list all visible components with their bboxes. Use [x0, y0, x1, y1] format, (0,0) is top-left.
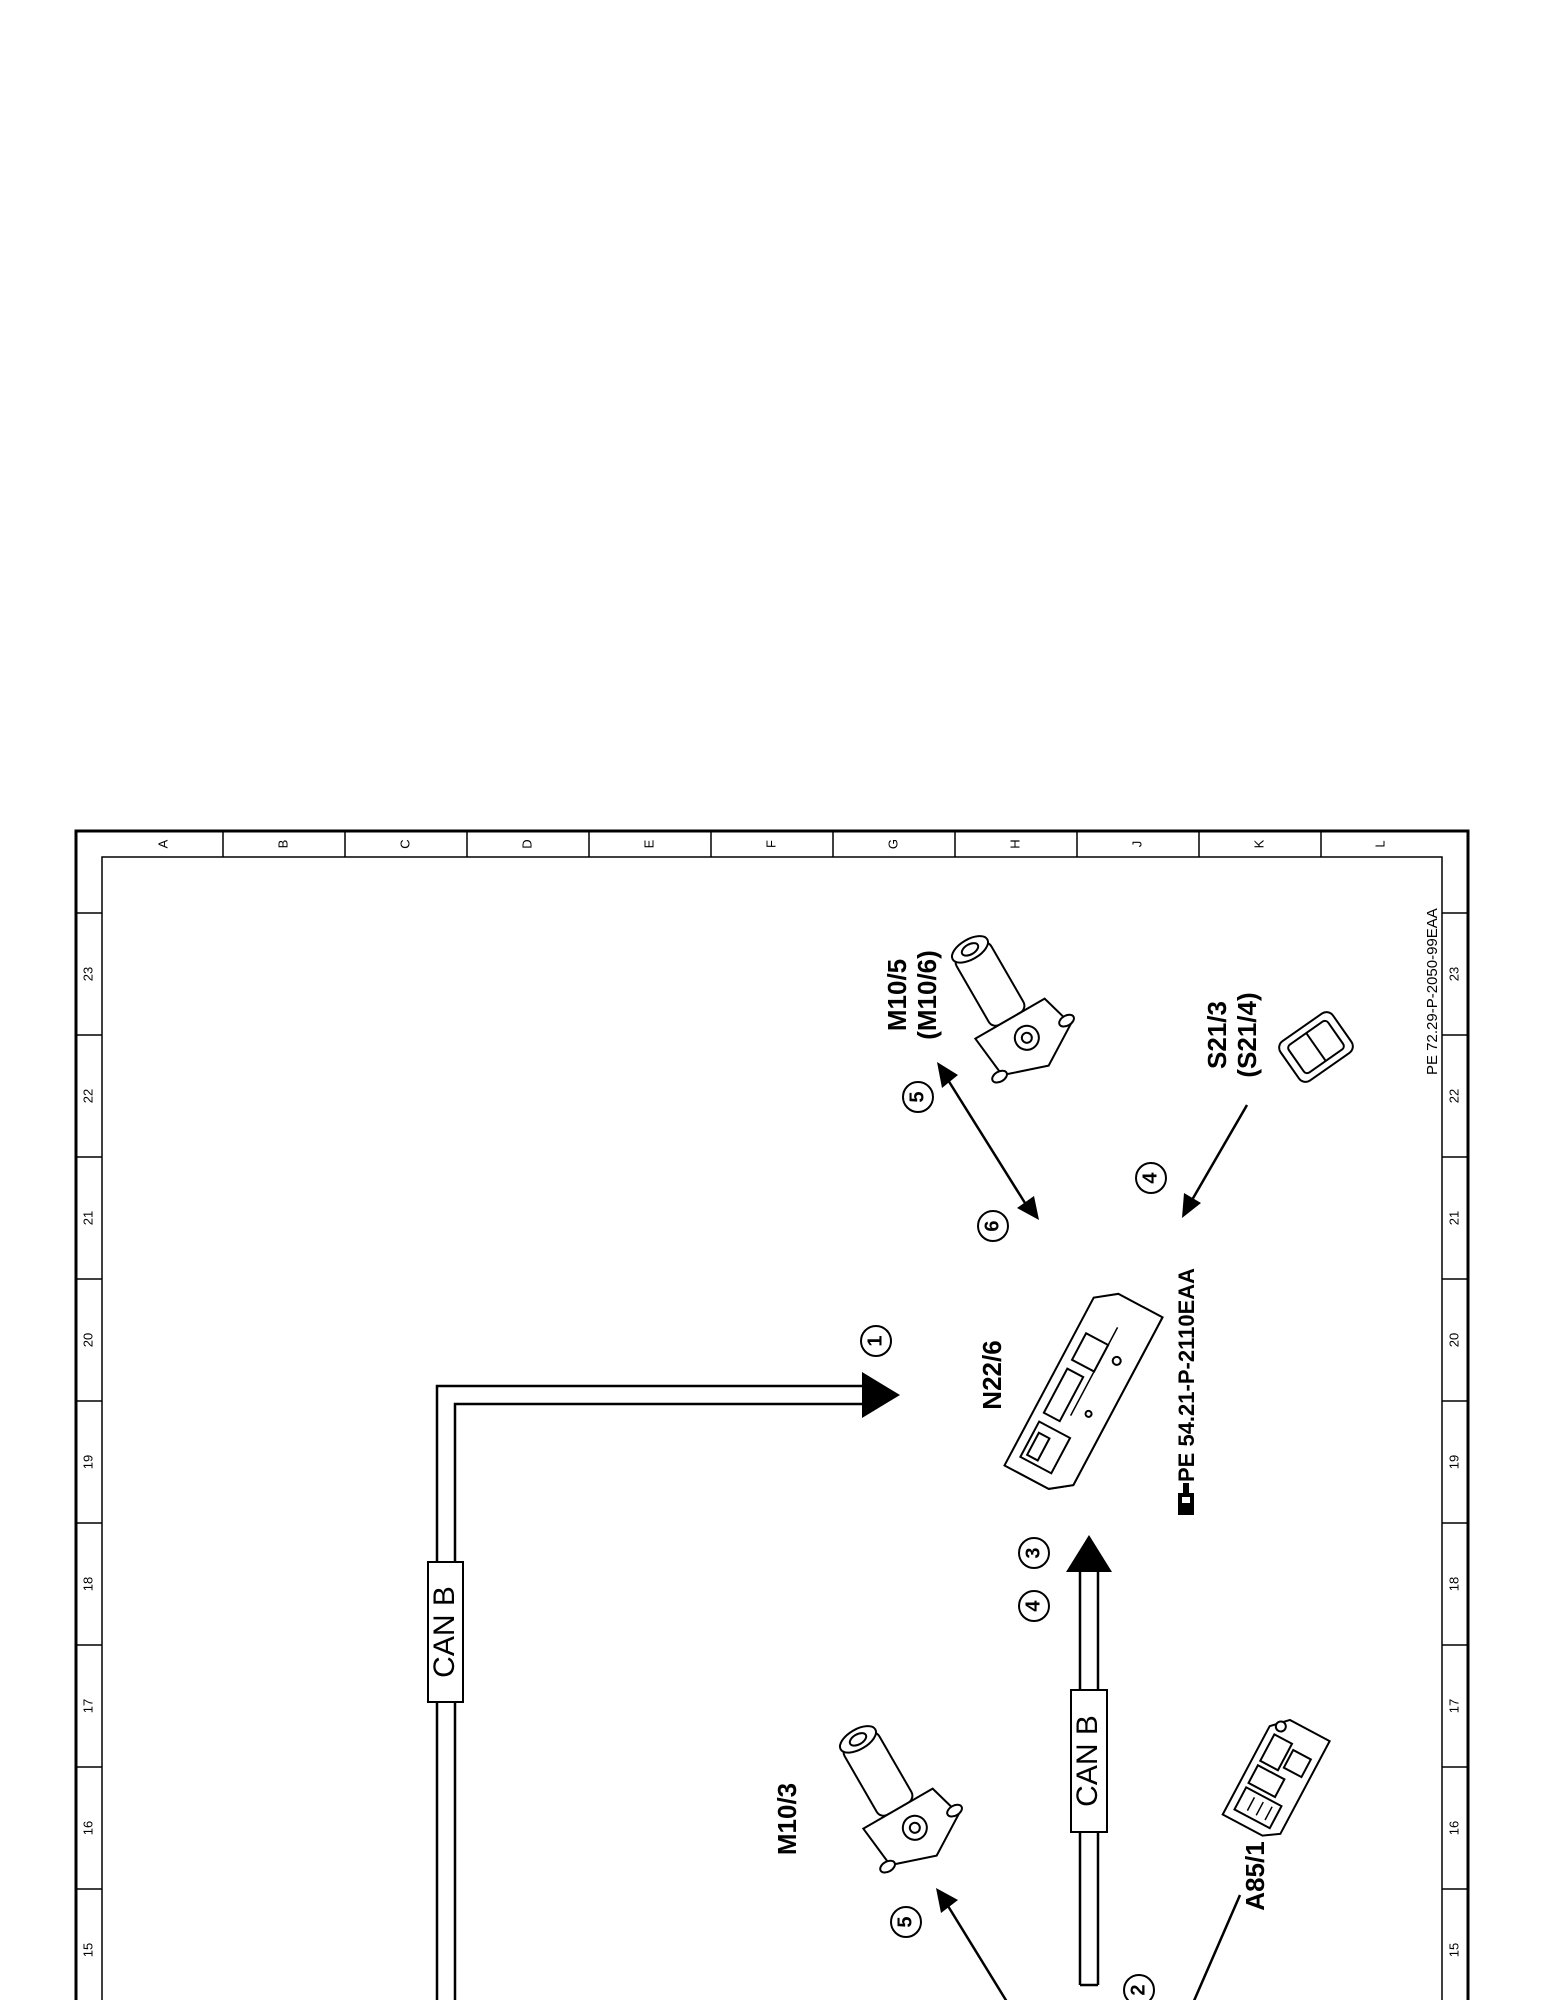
grid-number: 15 — [80, 1943, 95, 1957]
can-b-label: CAN B — [428, 1586, 461, 1678]
marker-3: 3 — [1018, 1537, 1050, 1569]
outer-frame — [74, 829, 1470, 2000]
grid-number: 17 — [80, 1699, 95, 1713]
arrow-head — [1066, 1535, 1112, 1572]
component-label: N22/6 — [977, 1340, 1007, 1409]
can-b-lower-label: CAN B — [1070, 1689, 1108, 1833]
grid-letter: D — [519, 839, 534, 848]
m10-5-motor-icon — [950, 935, 1075, 1084]
component-label-alt: (S21/4) — [1232, 992, 1262, 1077]
grid-number: 19 — [80, 1455, 95, 1469]
left-ruler — [76, 912, 102, 1890]
grid-letter: L — [1372, 840, 1387, 847]
drawing-id: PE 72.29-P-2050-99EAA — [1424, 908, 1441, 1075]
marker-number: 3 — [1022, 1547, 1044, 1558]
component-label: S21/3 — [1202, 1001, 1232, 1069]
grid-letter: E — [641, 839, 656, 848]
grid-letter: F — [763, 840, 778, 848]
right-ruler — [1442, 912, 1468, 1890]
grid-number: 23 — [1446, 967, 1461, 981]
row-numbers-left: 23 22 21 20 19 18 17 16 15 — [80, 967, 95, 1957]
grid-number: 16 — [1446, 1821, 1461, 1835]
marker-6: 6 — [977, 1210, 1009, 1242]
marker-number: 4 — [1139, 1172, 1161, 1184]
row-numbers-right: 23 22 21 20 19 18 17 16 15 — [1446, 967, 1461, 1957]
m10-3-motor-icon — [838, 1725, 963, 1874]
marker-1: 1 — [860, 1325, 892, 1357]
grid-number: 20 — [1446, 1333, 1461, 1347]
marker-5: 5 — [902, 1081, 934, 1113]
component-label: A85/1 — [1240, 1841, 1270, 1910]
s21-3-arrow — [1182, 1104, 1249, 1218]
grid-number: 21 — [80, 1211, 95, 1225]
s21-3-switch-icon — [1278, 1011, 1354, 1083]
marker-4: 4 — [1018, 1590, 1050, 1622]
grid-letter: C — [397, 839, 412, 848]
a85-1-arrow — [1192, 1894, 1242, 2000]
component-label: M10/5 — [882, 959, 912, 1031]
grid-letter: J — [1129, 841, 1144, 848]
grid-number: 15 — [1446, 1943, 1461, 1957]
grid-number: 18 — [1446, 1577, 1461, 1591]
n22-6-label: N22/6 — [977, 1340, 1007, 1409]
grid-letter: B — [275, 840, 290, 849]
top-ruler — [222, 831, 1322, 857]
grid-letter: H — [1007, 839, 1022, 848]
can-b-upper-label: CAN B — [427, 1561, 464, 1703]
marker-number: 1 — [864, 1335, 886, 1346]
grid-number: 23 — [80, 967, 95, 981]
grid-number: 19 — [1446, 1455, 1461, 1469]
m10-3-label: M10/3 — [772, 1783, 802, 1855]
marker-4: 4 — [1135, 1162, 1167, 1194]
component-label-alt: (M10/6) — [912, 950, 942, 1040]
s21-3-label: S21/3 (S21/4) — [1202, 992, 1262, 1077]
grid-number: 18 — [80, 1577, 95, 1591]
m10-5-label: M10/5 (M10/6) — [882, 950, 942, 1040]
pointing-hand-icon — [1178, 1483, 1194, 1515]
a85-1-lock-icon — [1221, 1718, 1332, 1837]
grid-letter: A — [155, 839, 170, 848]
marker-number: 2 — [1127, 1984, 1149, 1995]
grid-letter: G — [885, 839, 900, 849]
marker-number: 5 — [894, 1916, 916, 1927]
m10-5-arrow — [937, 1062, 1039, 1220]
reference-text: PE 54.21-P-2110EAA — [1174, 1268, 1199, 1482]
a85-1-label: A85/1 — [1240, 1841, 1270, 1910]
grid-number: 22 — [1446, 1089, 1461, 1103]
inner-frame — [101, 856, 1443, 2000]
component-label: M10/3 — [772, 1783, 802, 1855]
n22-6-control-unit-icon — [1003, 1292, 1164, 1490]
m10-3-arrow — [936, 1888, 1008, 2000]
column-letters: A B C D E F G H J K L — [155, 839, 1387, 849]
marker-number: 4 — [1022, 1600, 1044, 1612]
grid-number: 20 — [80, 1333, 95, 1347]
grid-number: 17 — [1446, 1699, 1461, 1713]
grid-number: 21 — [1446, 1211, 1461, 1225]
grid-letter: K — [1251, 839, 1266, 848]
reference-note: PE 54.21-P-2110EAA — [1174, 1268, 1199, 1515]
can-b-upper-line — [435, 1372, 900, 2000]
can-b-label: CAN B — [1071, 1715, 1104, 1807]
grid-number: 22 — [80, 1089, 95, 1103]
marker-number: 5 — [906, 1091, 928, 1102]
grid-number: 16 — [80, 1821, 95, 1835]
arrow-head — [862, 1372, 900, 1418]
marker-2: 2 — [1123, 1974, 1155, 2000]
marker-5: 5 — [890, 1906, 922, 1938]
marker-number: 6 — [981, 1220, 1003, 1231]
